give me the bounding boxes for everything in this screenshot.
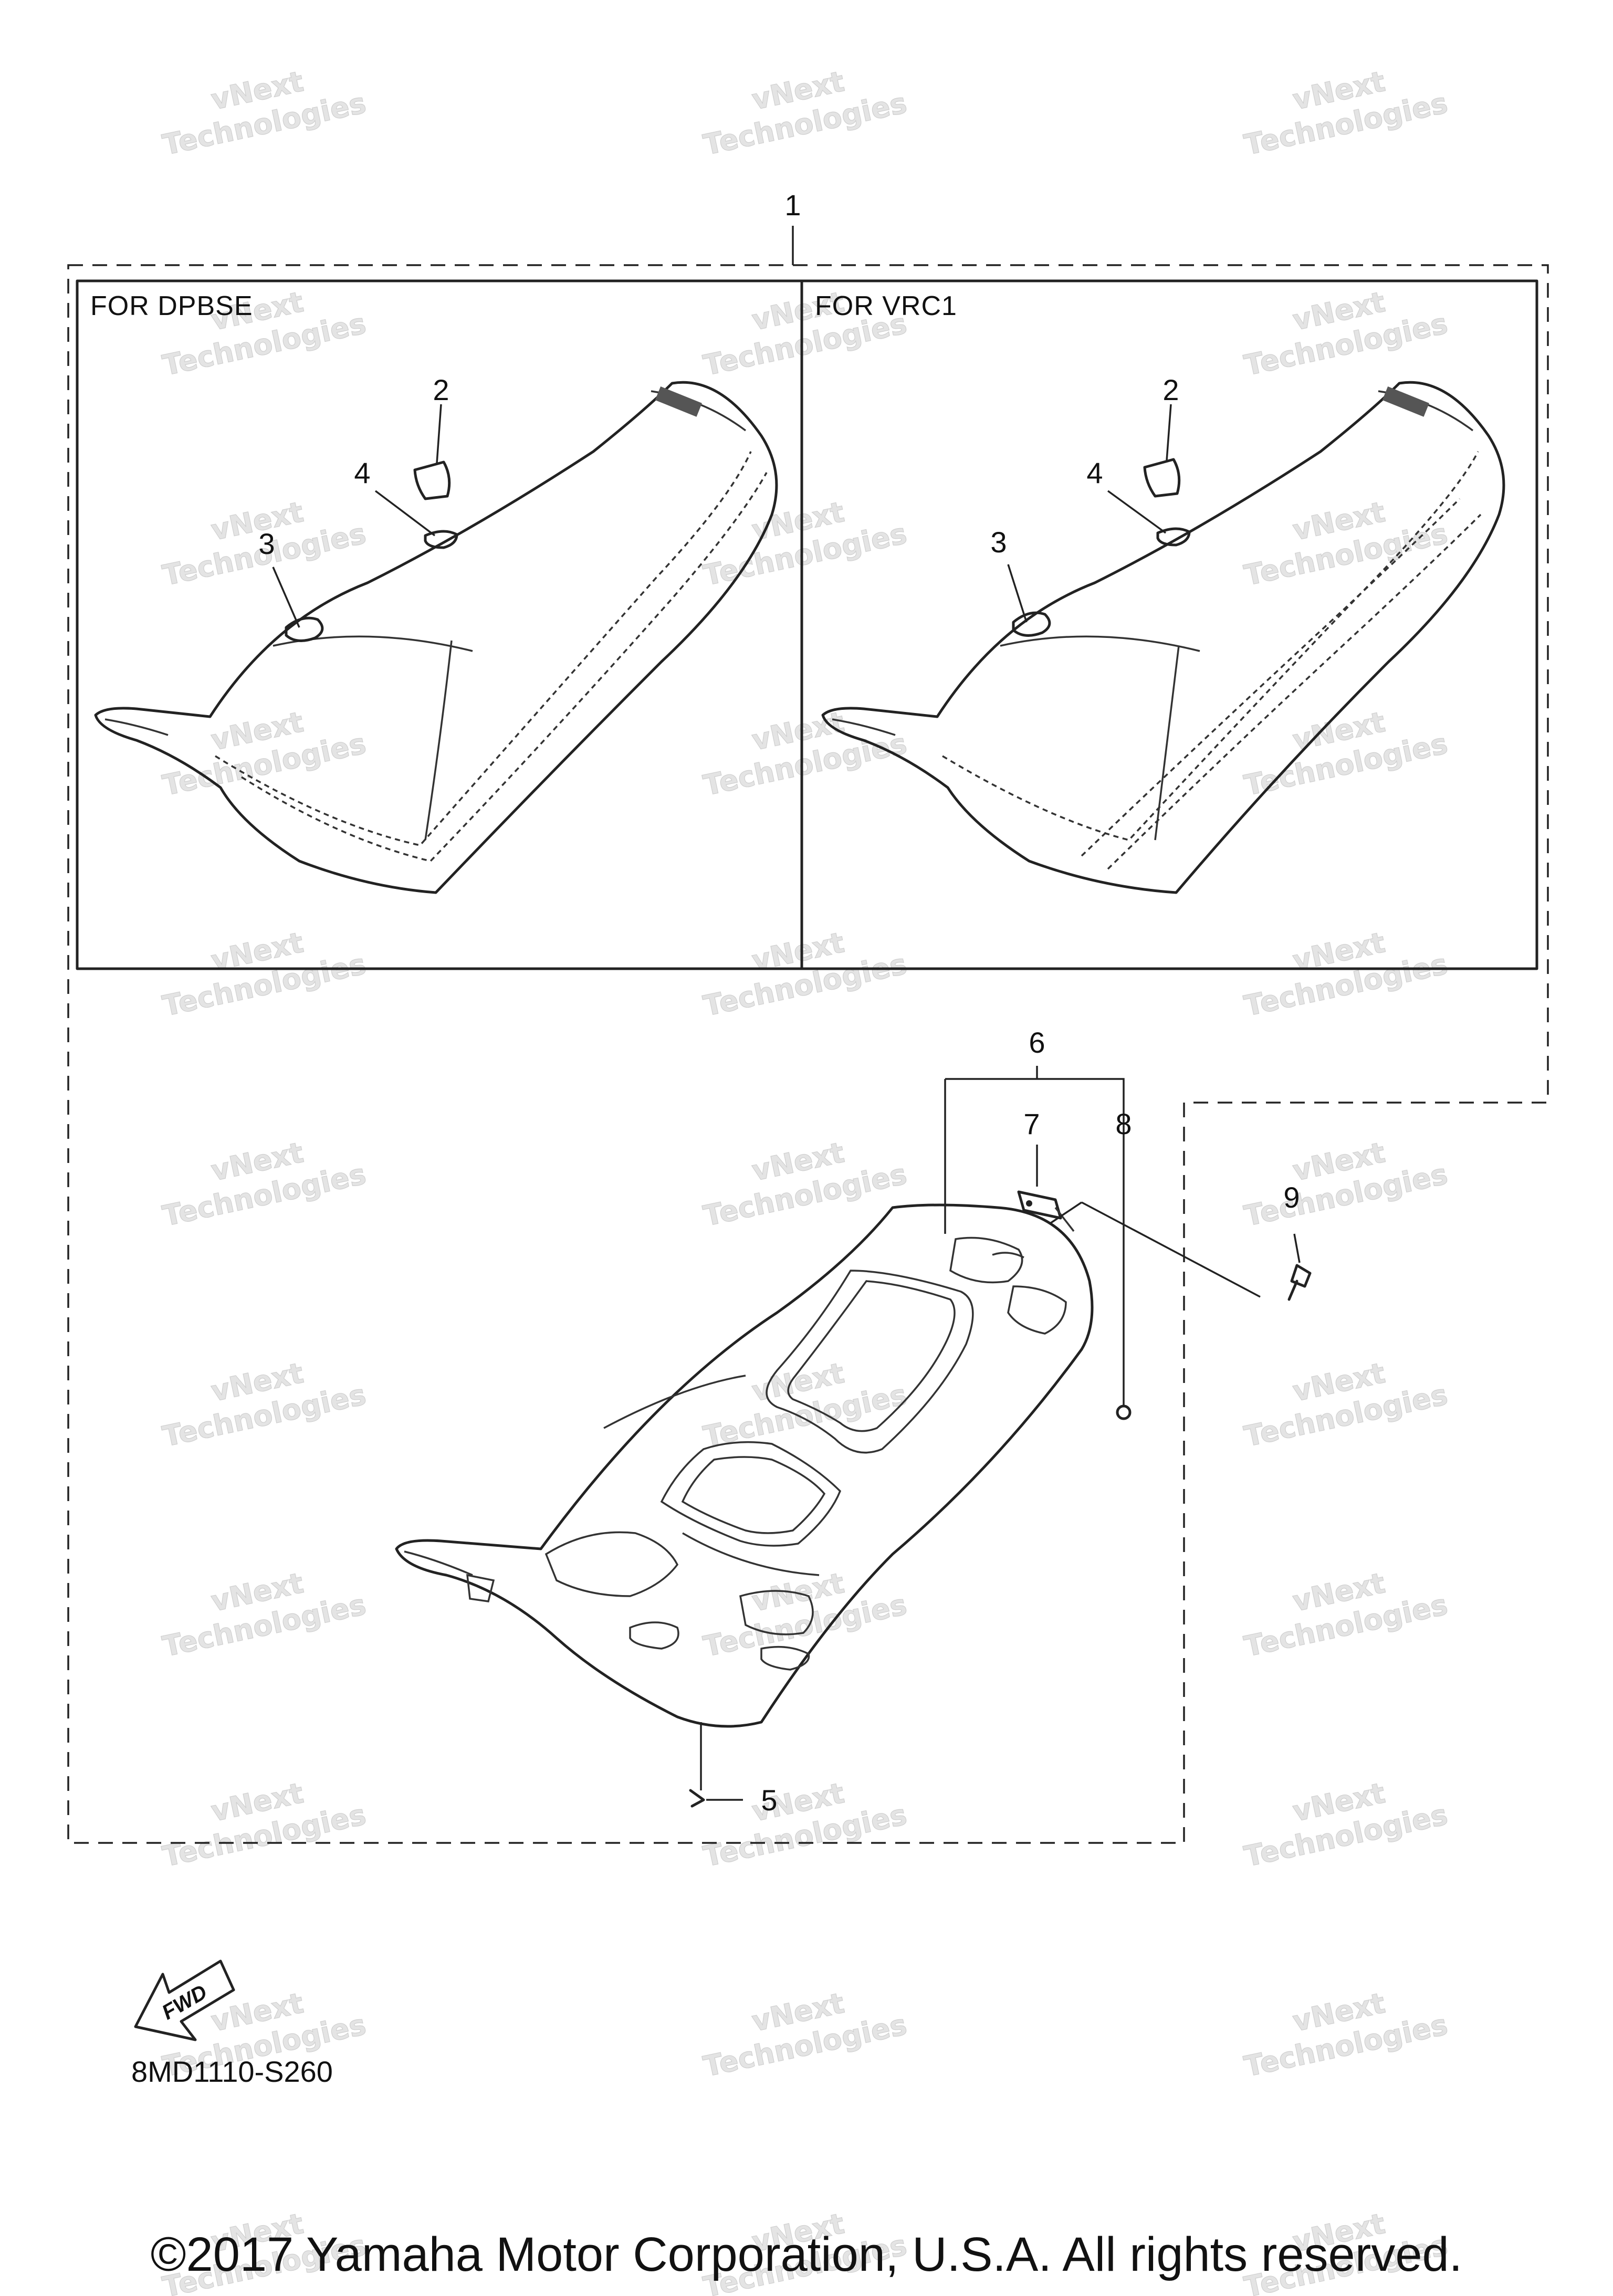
leader-3-right xyxy=(1007,564,1028,623)
variant-label-left: FOR DPBSE xyxy=(90,291,253,321)
nut-part-8 xyxy=(1116,1404,1132,1420)
leader-2-left xyxy=(436,404,442,464)
seat-base-drawing xyxy=(395,1203,1094,1728)
callout-3-left: 3 xyxy=(258,527,275,560)
leader-9 xyxy=(1293,1233,1301,1263)
assembly-outline xyxy=(67,264,1549,1844)
variant-label-right: FOR VRC1 xyxy=(815,291,957,321)
callout-2-right: 2 xyxy=(1162,373,1179,406)
callout-2-left: 2 xyxy=(433,373,449,406)
callout-4-left: 4 xyxy=(354,456,370,489)
callout-5: 5 xyxy=(761,1784,777,1817)
leader-9-stub xyxy=(1050,1201,1082,1224)
seat-drawing-right xyxy=(821,381,1505,894)
bracket-part-7 xyxy=(1017,1190,1075,1232)
callout-3-right: 3 xyxy=(990,526,1007,559)
leader-2-right xyxy=(1166,404,1172,461)
callout-4-right: 4 xyxy=(1086,456,1103,489)
callout-9: 9 xyxy=(1283,1181,1300,1214)
leader-4-left xyxy=(374,490,436,537)
clip-part-5 xyxy=(689,1789,743,1808)
diagram-code: 8MD1110-S260 xyxy=(131,2055,333,2088)
leader-9-line xyxy=(1081,1201,1261,1298)
copyright-notice: ©2017 Yamaha Motor Corporation, U.S.A. A… xyxy=(151,2228,1462,2281)
callout-8: 8 xyxy=(1115,1107,1132,1140)
leader-4-right xyxy=(1107,490,1167,534)
leader-6-bracket xyxy=(945,1078,1125,1407)
callout-7: 7 xyxy=(1023,1107,1040,1140)
leader-3-left xyxy=(272,567,300,628)
callout-6: 6 xyxy=(1029,1026,1045,1059)
variant-panel-right xyxy=(800,279,1538,970)
seat-drawing-left xyxy=(94,381,778,894)
bolt-part-9 xyxy=(1287,1264,1312,1301)
callout-1: 1 xyxy=(784,188,801,222)
